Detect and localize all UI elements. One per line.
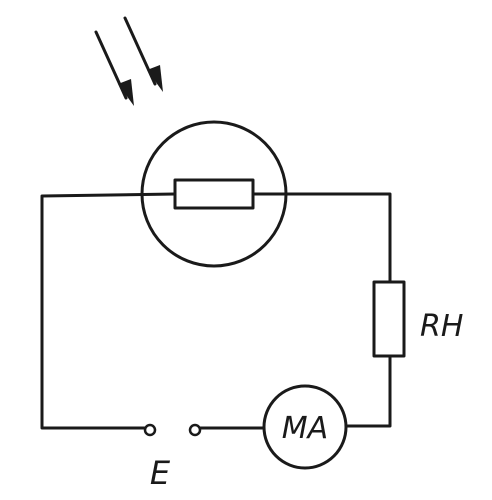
milliammeter-label: MA: [282, 411, 328, 446]
source-label: E: [150, 454, 171, 492]
load-resistor-icon: [372, 280, 406, 358]
milliammeter-circle: [262, 384, 348, 470]
source-terminals: [143, 423, 202, 437]
light-ray-arrow-left: [94, 30, 134, 106]
milliammeter-icon: [262, 384, 348, 470]
photoresistor-element: [173, 178, 255, 210]
terminal-right-icon: [188, 423, 202, 437]
circuit-wires: [40, 192, 392, 430]
load-resistor-body: [372, 280, 406, 358]
load-resistor-label: RH: [420, 309, 463, 344]
light-rays-icon: [94, 16, 163, 106]
terminal-left-icon: [143, 423, 157, 437]
wire-top-left: [40, 192, 177, 430]
wire-right-bottom: [344, 354, 392, 428]
wire-top-right: [251, 192, 392, 284]
light-ray-arrow-right: [123, 16, 163, 92]
